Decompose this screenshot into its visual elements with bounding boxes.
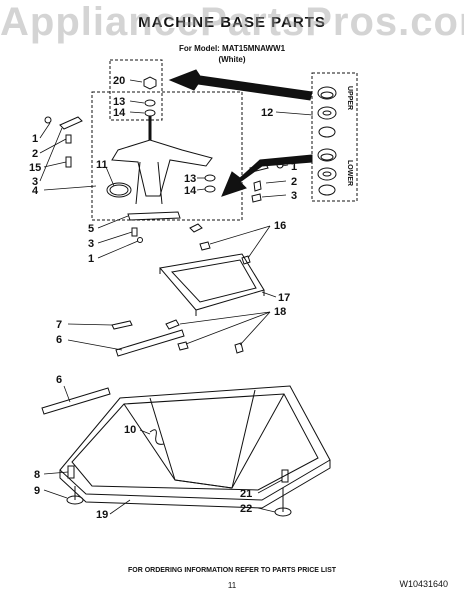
part-21 bbox=[281, 469, 289, 483]
callout-21: 21 bbox=[240, 488, 252, 500]
part-20 bbox=[143, 76, 157, 90]
color-line: (White) bbox=[218, 55, 246, 64]
callout-9: 9 bbox=[34, 485, 40, 497]
part-7 bbox=[111, 320, 133, 330]
model-line: For Model: MAT15MNAWW1 bbox=[178, 44, 286, 53]
callout-18: 18 bbox=[274, 306, 286, 318]
callout-6-b: 6 bbox=[56, 374, 62, 386]
callout-17: 17 bbox=[278, 292, 290, 304]
page-number: 11 bbox=[227, 581, 237, 590]
part-8 bbox=[67, 465, 75, 479]
bearing-parts bbox=[317, 86, 337, 196]
callout-5: 5 bbox=[88, 223, 94, 235]
callout-13-b: 13 bbox=[184, 173, 196, 185]
callout-3: 3 bbox=[32, 176, 38, 188]
page-title: MACHINE BASE PARTS bbox=[138, 14, 326, 31]
callout-14-b: 14 bbox=[184, 185, 197, 197]
callout-12: 12 bbox=[261, 107, 273, 119]
callout-1: 1 bbox=[32, 133, 38, 145]
callout-11: 11 bbox=[96, 159, 108, 171]
callout-3-c: 3 bbox=[88, 238, 94, 250]
upper-dashed-box bbox=[109, 59, 163, 121]
gearcase-dashed-box bbox=[91, 91, 243, 221]
callout-22: 22 bbox=[240, 503, 252, 515]
callout-19: 19 bbox=[96, 509, 108, 521]
part-19 bbox=[59, 385, 331, 509]
callout-20: 20 bbox=[113, 75, 125, 87]
part-11 bbox=[106, 182, 132, 198]
callout-15: 15 bbox=[29, 162, 41, 174]
document-number: W10431640 bbox=[399, 579, 448, 589]
bearing-panel bbox=[311, 72, 358, 202]
part-6-upper bbox=[115, 329, 185, 357]
callout-8: 8 bbox=[34, 469, 40, 481]
callout-1-c: 1 bbox=[88, 253, 94, 265]
lower-label: LOWER bbox=[346, 160, 353, 186]
bracket-left bbox=[59, 116, 83, 130]
callout-2: 2 bbox=[32, 148, 38, 160]
callout-3-b: 3 bbox=[291, 190, 297, 202]
upper-label: UPPER bbox=[346, 86, 353, 110]
callout-7: 7 bbox=[56, 319, 62, 331]
part-6-lower bbox=[41, 387, 111, 415]
callout-13: 13 bbox=[113, 96, 125, 108]
part-5 bbox=[127, 211, 181, 221]
drive-hub bbox=[111, 139, 213, 197]
callout-6: 6 bbox=[56, 334, 62, 346]
callout-14: 14 bbox=[113, 107, 126, 119]
callout-4: 4 bbox=[32, 185, 39, 197]
ordering-note: FOR ORDERING INFORMATION REFER TO PARTS … bbox=[127, 567, 337, 574]
callout-16: 16 bbox=[274, 220, 286, 232]
callout-1-b: 1 bbox=[291, 161, 297, 173]
part-10 bbox=[149, 429, 165, 445]
callout-10: 10 bbox=[124, 424, 136, 436]
arrow-lower bbox=[221, 154, 313, 197]
arrow-upper bbox=[168, 69, 313, 101]
callout-2-b: 2 bbox=[291, 176, 297, 188]
